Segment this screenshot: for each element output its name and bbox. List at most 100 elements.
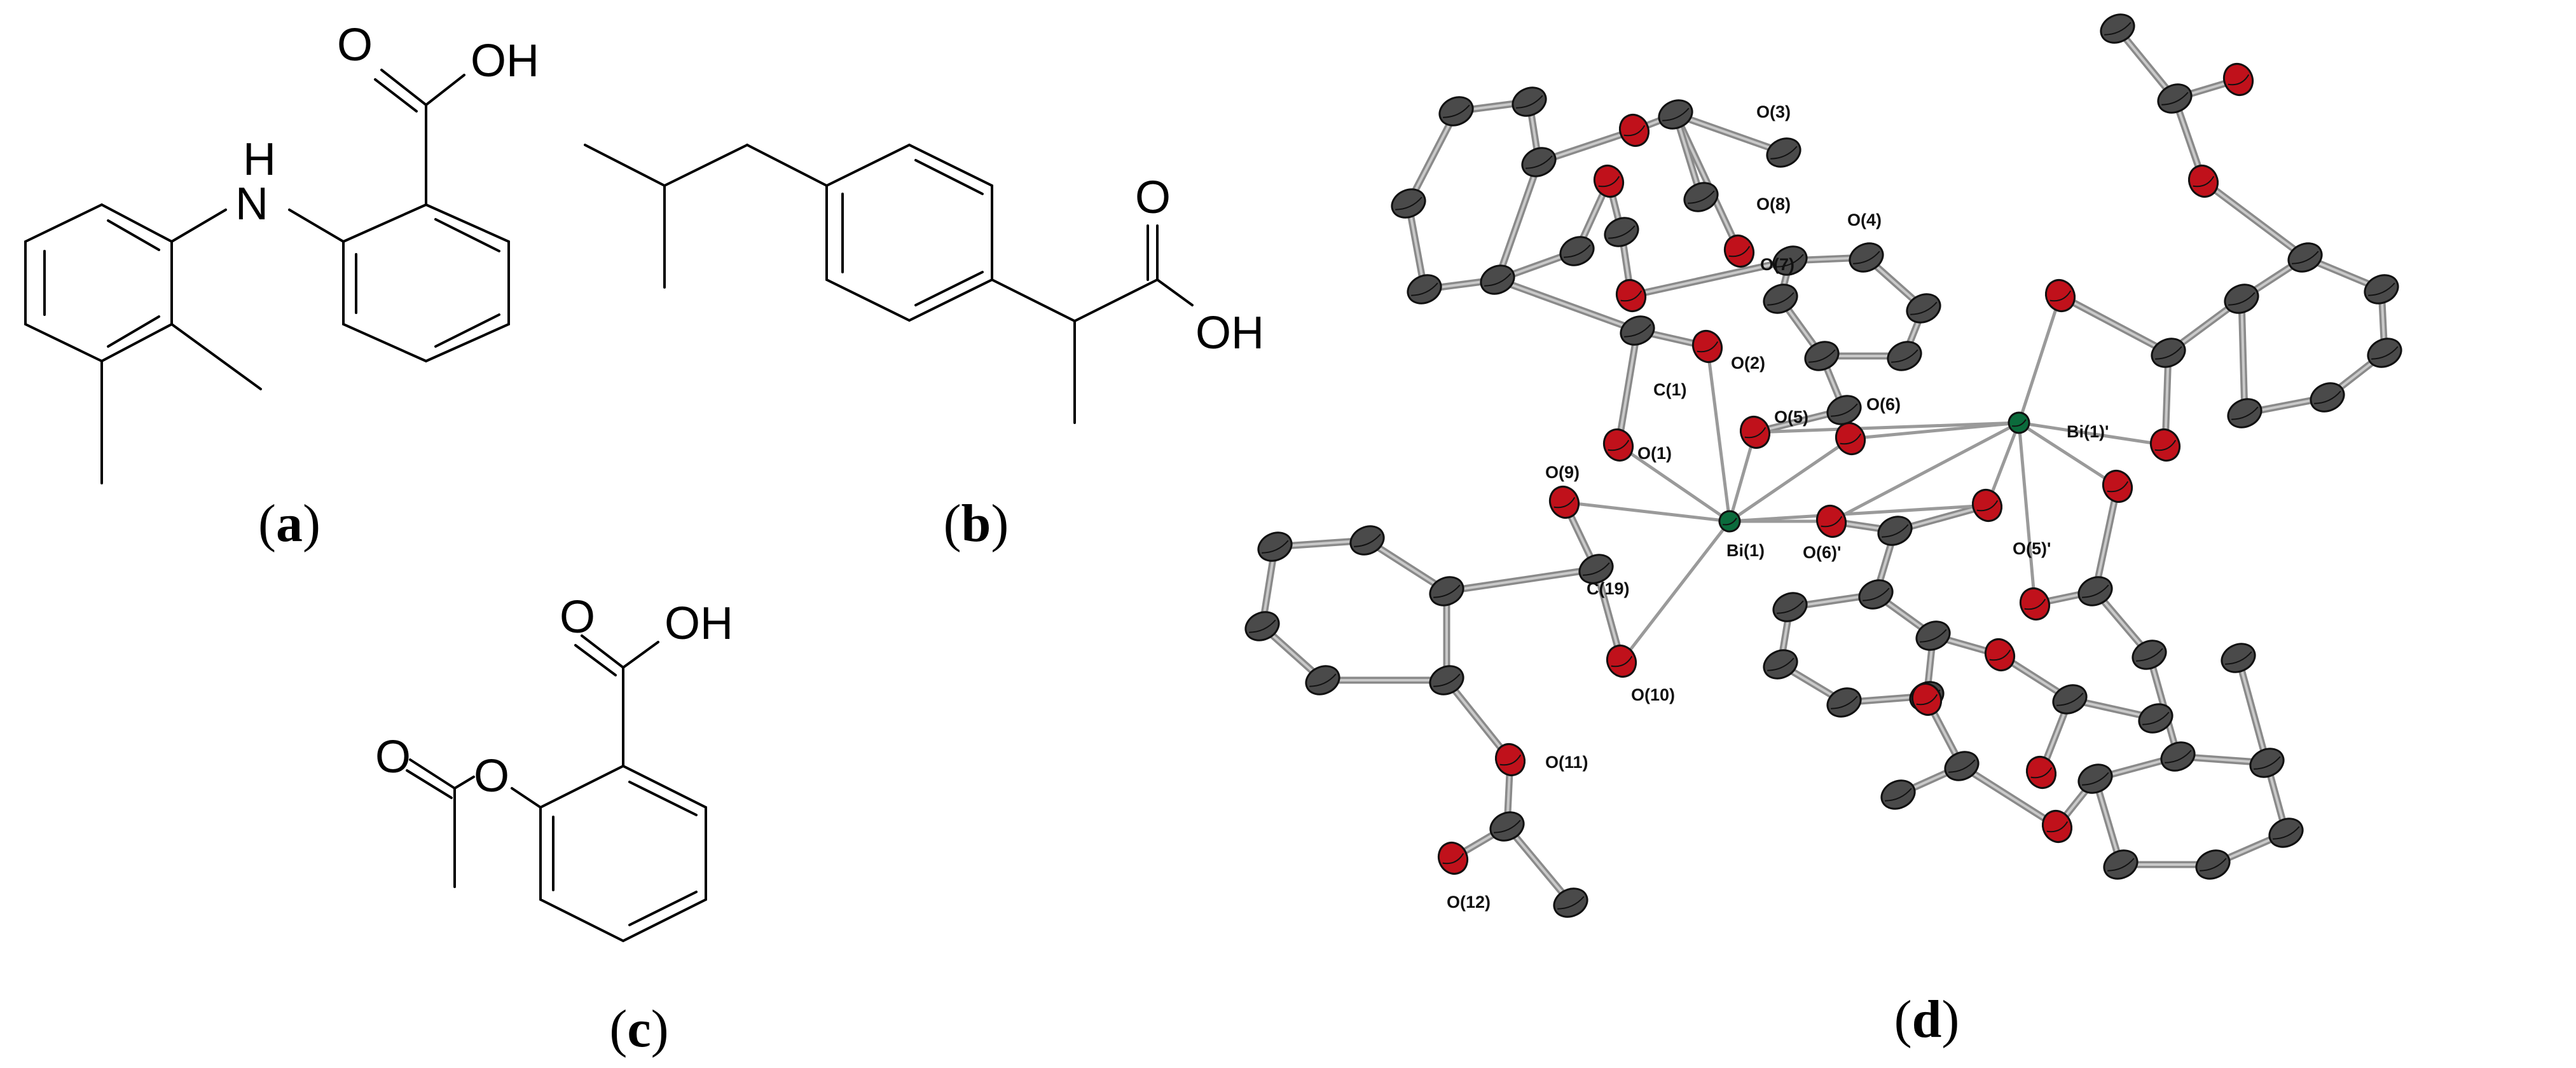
ellipsoid-line	[2165, 750, 2192, 763]
ellipsoid-line	[1948, 759, 1976, 773]
ellipsoid-line	[1770, 146, 1798, 160]
oxygen-atom	[1437, 842, 1469, 875]
carbon-atom	[1620, 315, 1655, 346]
carbonyl-o-label: O	[560, 592, 595, 643]
ellipsoid-line	[2231, 406, 2259, 420]
carbon-atom	[1826, 687, 1862, 718]
oxygen-atom	[1548, 486, 1580, 519]
carbon-atom	[1658, 99, 1693, 130]
ellipsoid-line	[1623, 125, 1646, 137]
ellipsoid-line	[1309, 673, 1337, 687]
carbon-atom	[2157, 83, 2193, 114]
coordination-bond	[1562, 500, 1732, 523]
carbon-atom	[1559, 236, 1595, 266]
carbon-atom	[2100, 13, 2135, 44]
ellipsoid-line	[1989, 649, 2011, 661]
oxygen-atom	[2102, 470, 2133, 503]
oxygen-atom	[2222, 63, 2254, 96]
bismuth-atom	[2008, 411, 2030, 434]
ellipsoid-line	[1354, 533, 1381, 547]
oxygen-atom	[1602, 428, 1634, 462]
ellipsoid-line	[1598, 175, 1620, 188]
coordination-bond	[1705, 345, 1732, 523]
oxygen-atom	[1615, 279, 1647, 312]
carbon-atom	[2268, 818, 2304, 848]
ellipsoid-line	[1433, 673, 1461, 687]
oxygen-atom	[1691, 330, 1723, 363]
ellipsoid-line	[1433, 584, 1461, 598]
coordination-bond	[2017, 421, 2167, 447]
ellipsoid-line	[1910, 301, 1938, 315]
carbon-atom	[2287, 242, 2323, 273]
label-o8: O(8)	[1756, 195, 1791, 214]
oxygen-atom	[2187, 165, 2219, 198]
carbon-atom	[1915, 620, 1951, 651]
ellipsoid-line	[1821, 516, 1843, 528]
coordination-bond	[2017, 421, 2037, 606]
carbon-atom	[1489, 811, 1525, 842]
ellipsoid-line	[1611, 655, 1633, 668]
ellipsoid-line	[1697, 341, 1719, 353]
ellipsoid-line	[1882, 524, 1909, 538]
bond-highlight	[2094, 777, 2122, 866]
carbon-atom	[2367, 338, 2402, 368]
oxygen-atom	[1723, 235, 1755, 268]
ellipsoid-line	[1863, 587, 1890, 601]
ellipsoid-line	[2082, 584, 2109, 598]
carbon-atom	[2103, 849, 2139, 880]
ellipsoid-line	[1608, 225, 1636, 239]
oxygen-atom	[2025, 756, 2057, 789]
carbon-atom	[1906, 293, 1941, 324]
ellipsoid-line	[1526, 155, 1553, 169]
ellipsoid-line	[1608, 439, 1630, 451]
carbon-atom	[2077, 576, 2113, 606]
structure-b-drawing: O OH	[584, 143, 1264, 424]
caption-c: (c)	[609, 999, 669, 1058]
ellipsoid-line	[2011, 419, 2027, 427]
bond-highlight	[2059, 294, 2170, 354]
ellipsoid-line	[2292, 250, 2319, 264]
oxygen-atom	[2041, 810, 2073, 843]
ellipsoid-line	[2273, 826, 2300, 840]
carbon-atom	[1766, 137, 1801, 168]
caption-a: (a)	[258, 494, 320, 553]
carbon-atom	[2138, 703, 2173, 734]
carbon-atom	[2151, 338, 2186, 368]
carbon-atom	[1763, 649, 1798, 680]
oxygen-atom	[2019, 587, 2051, 620]
oxygen-atom	[2044, 279, 2076, 312]
bond-highlight	[1674, 113, 1702, 198]
carbon-atom	[1512, 86, 1547, 117]
oxygen-atom	[1984, 638, 2016, 671]
carbon-atom	[1880, 779, 1916, 810]
carbon-atom	[1553, 887, 1588, 918]
structure-c: O OH O O (c)	[350, 540, 922, 1068]
caption-b: (b)	[943, 494, 1009, 553]
carbon-atom	[2052, 684, 2088, 715]
oxygen-atom	[1606, 645, 1637, 678]
ellipsoid-line	[1499, 754, 1522, 766]
carbon-atom	[2132, 640, 2167, 670]
ellipsoid-line	[1442, 852, 1464, 865]
carbonyl-o-label: O	[1135, 172, 1171, 223]
ellipsoid-line	[1624, 324, 1651, 338]
ellipsoid-line	[1853, 250, 1880, 264]
carbon-atom	[2195, 849, 2231, 880]
ellipsoid-line	[1620, 290, 1643, 302]
ellipsoid-line	[2082, 772, 2109, 786]
bismuth-atom	[1718, 510, 1741, 533]
coordination-bonds	[1562, 294, 2167, 663]
label-o2: O(2)	[1731, 353, 1765, 373]
carbon-atom	[2077, 763, 2113, 794]
ellipsoid-line	[2104, 22, 2132, 36]
ellipsoid-line	[1484, 273, 1512, 287]
carbon-atom	[1480, 264, 1515, 295]
oxygen-atom	[1815, 505, 1847, 538]
coordination-bond	[1728, 437, 1852, 523]
carbon-atom	[1391, 188, 1426, 219]
ellipsoid-line	[2030, 767, 2053, 779]
ellipsoid-line	[1262, 540, 1289, 554]
bond-highlight	[2240, 298, 2246, 414]
ellipsoid-line	[1688, 190, 1715, 204]
label-o3: O(3)	[1756, 102, 1791, 121]
